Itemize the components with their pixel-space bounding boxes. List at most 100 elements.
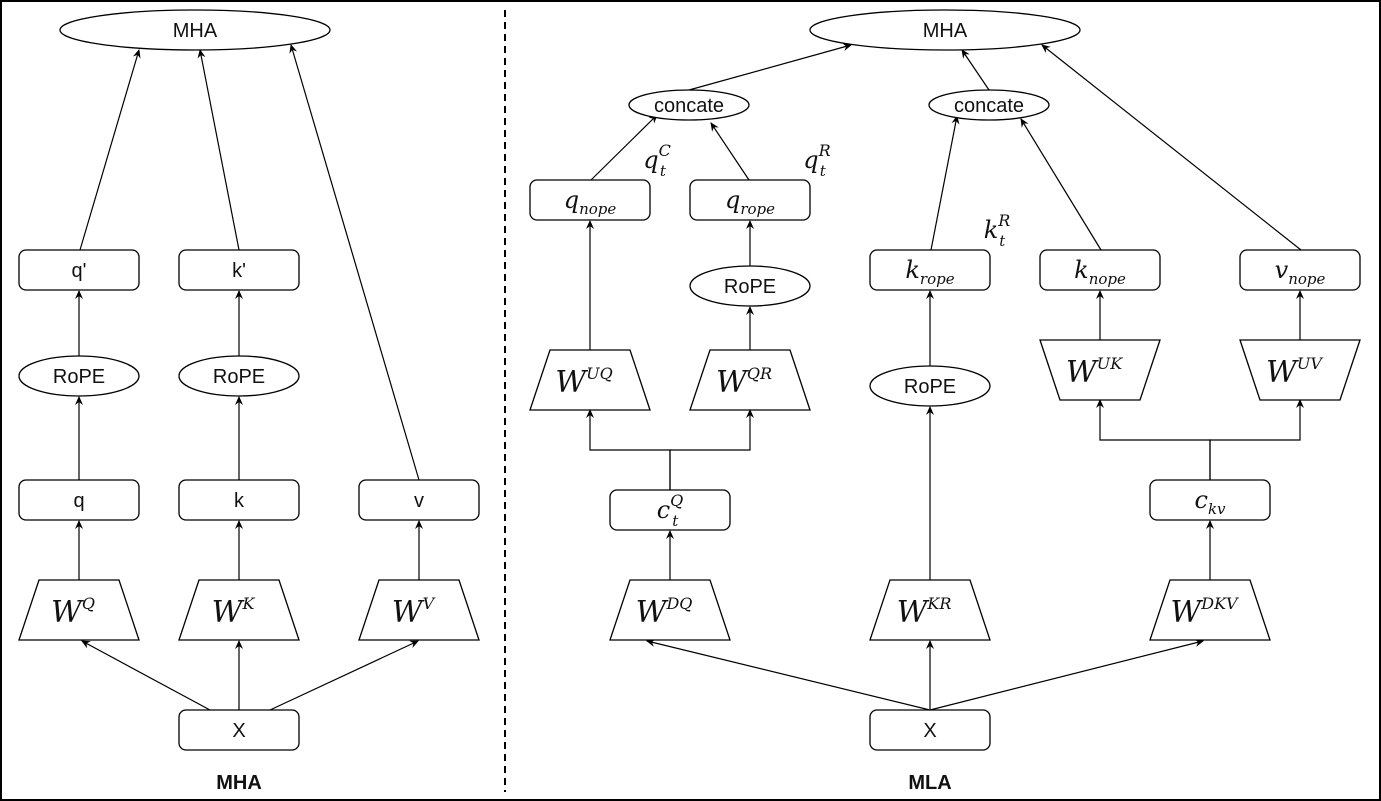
node-concat-q: concate — [628, 89, 750, 121]
node-label: concate — [654, 95, 724, 117]
node-WUQ-sup: UQ — [586, 364, 613, 383]
node-ckv: ckv — [1149, 479, 1271, 521]
box-shape — [178, 709, 300, 751]
node-v-nope: vnope — [1239, 249, 1361, 291]
ellipse-shape — [178, 355, 300, 397]
node-rope-mq: RoPE — [689, 265, 811, 307]
edge-k-nope-to-concat-k — [1020, 118, 1102, 251]
ellipse-shape — [928, 89, 1050, 121]
edge-cQ-to-WQR — [669, 409, 754, 490]
node-label: v — [414, 490, 424, 512]
node-WQR-sup: QR — [747, 364, 772, 383]
node-label: RoPE — [724, 276, 776, 298]
annotation-q-rope-base: q — [803, 146, 818, 174]
node-WDKV-sup: DKV — [1200, 594, 1239, 613]
node-q-rope-math-label: qrope — [725, 186, 775, 218]
node-rope-q: RoPE — [18, 355, 140, 397]
node-cQ-sup: Q — [670, 491, 683, 510]
node-WDQ-math-label: WDQ — [636, 594, 693, 630]
trapezoid-shape — [689, 349, 811, 411]
box-shape — [178, 479, 300, 521]
node-cQ-base: c — [657, 496, 670, 524]
ellipse-shape — [809, 9, 1081, 51]
node-WDQ-sup: DQ — [665, 594, 692, 613]
node-label: RoPE — [904, 376, 956, 398]
node-rope-mk: RoPE — [869, 365, 991, 407]
edge-X-right-to-WDQ — [646, 639, 931, 711]
edge-v-nope-to-mla-out — [1041, 44, 1302, 251]
trapezoid-shape — [178, 579, 300, 641]
node-k-prime: k' — [178, 249, 300, 291]
annotation-q-nope-base: q — [643, 146, 658, 174]
node-WQR-base: W — [716, 365, 749, 400]
node-WUV-math-label: WUV — [1266, 354, 1323, 390]
node-k-nope: knope — [1039, 249, 1161, 291]
node-WQ-sup: Q — [82, 594, 95, 613]
node-WUK: WUK — [1039, 339, 1161, 401]
annotation-q-rope-sub: t — [820, 162, 827, 180]
node-WUQ-math-label: WUQ — [555, 364, 612, 400]
node-ckv-base: c — [1194, 486, 1207, 514]
box-shape — [869, 709, 991, 751]
node-q-prime: q' — [18, 249, 140, 291]
trapezoid-shape — [1149, 579, 1271, 641]
node-label: X — [232, 720, 245, 742]
node-WK-sup: K — [241, 594, 255, 613]
node-q: q — [18, 479, 140, 521]
node-WQR: WQR — [689, 349, 811, 411]
trapezoid-shape — [358, 579, 480, 641]
annotation-q-nope-sup: C — [659, 141, 671, 160]
inverted-trapezoid-shape — [1039, 339, 1161, 401]
node-mha-out: MHA — [59, 9, 331, 51]
trapezoid-shape — [609, 579, 731, 641]
caption-mha: MHA — [216, 772, 262, 794]
trapezoid-shape — [529, 349, 651, 411]
ellipse-shape — [18, 355, 140, 397]
node-WQ-math-label: WQ — [51, 594, 95, 630]
node-label: RoPE — [53, 366, 105, 388]
node-k: k — [178, 479, 300, 521]
trapezoid-shape — [869, 579, 991, 641]
node-WV: WV — [358, 579, 480, 641]
node-label: RoPE — [213, 366, 265, 388]
node-WKR-sup: KR — [926, 594, 951, 613]
node-WK-math-label: WK — [212, 594, 256, 630]
edge-k-rope-to-concat-k — [930, 115, 960, 251]
node-WUQ-base: W — [555, 365, 588, 400]
node-WDQ-base: W — [636, 595, 669, 630]
node-v-nope-math-label: vnope — [1275, 256, 1326, 288]
edge-q-nope-to-concat-q — [590, 114, 658, 181]
node-label: k' — [232, 260, 246, 282]
node-WDQ: WDQ — [609, 579, 731, 641]
edge-q-prime-to-mha-out — [79, 49, 141, 251]
node-cQ-sub: t — [672, 512, 679, 530]
node-rope-k: RoPE — [178, 355, 300, 397]
node-v-nope-base: v — [1275, 256, 1289, 284]
node-WDKV-base: W — [1170, 595, 1203, 630]
node-WUV-sup: UV — [1297, 354, 1323, 373]
node-label: concate — [954, 95, 1024, 117]
annotation-q-rope-sup: R — [818, 141, 831, 160]
edge-v-to-mha-out — [289, 44, 420, 481]
ellipse-shape — [59, 9, 331, 51]
node-WUV-base: W — [1266, 355, 1299, 390]
box-shape — [869, 249, 991, 291]
edge-concat-q-to-mla-out — [688, 43, 852, 91]
edges-layer — [75, 43, 1304, 711]
box-shape — [609, 489, 731, 531]
node-label: q' — [72, 260, 87, 282]
ellipse-shape — [869, 365, 991, 407]
node-X-right: X — [869, 709, 991, 751]
node-concat-k: concate — [928, 89, 1050, 121]
node-WUV: WUV — [1239, 339, 1361, 401]
annotation-k-rope-sup: R — [997, 211, 1010, 230]
node-label: MHA — [173, 20, 218, 42]
